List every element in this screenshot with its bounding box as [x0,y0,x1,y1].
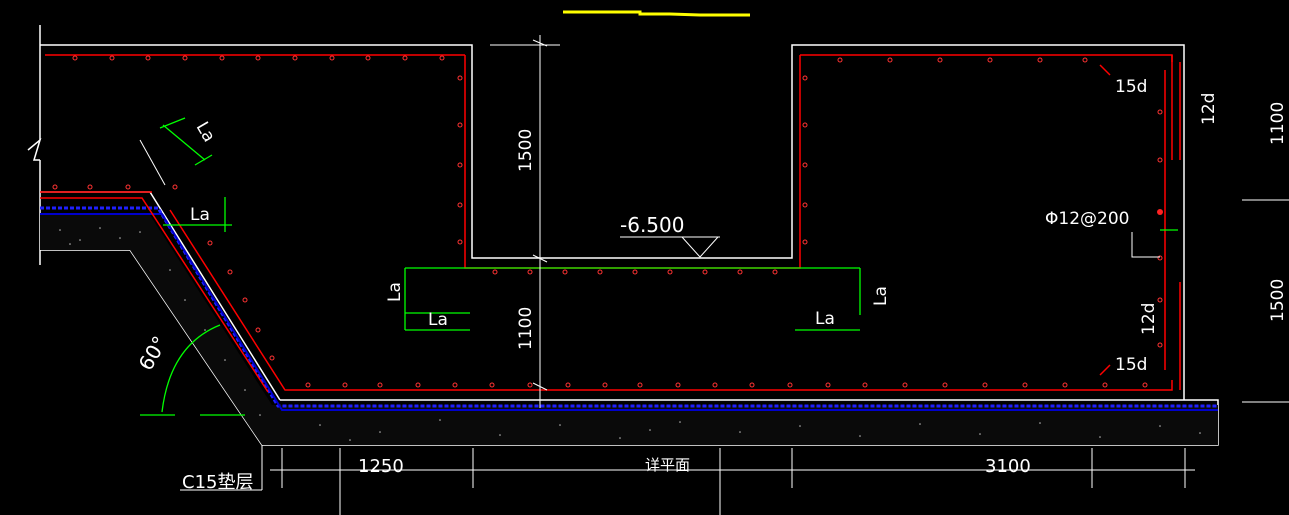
dim-vertical-1500: 1500 [516,129,536,172]
anchor-label-right-horizontal: La [815,309,835,329]
dimension-lines [139,35,1289,515]
yellow-highlight-line [563,10,750,17]
rebar-spec-label: Φ12@200 [1045,209,1129,229]
waterproof-layer [40,206,1218,408]
dim-right-1500: 1500 [1268,279,1288,322]
anchor-label-right-vertical: La [871,286,891,306]
rebar-dots [52,55,1163,388]
rebar-dot-solid [1157,209,1163,215]
dim-bottom-1250: 1250 [358,456,404,477]
bend-label-bottom: 12d [1139,303,1159,335]
hook-label-top: 15d [1115,77,1147,97]
dim-right-1100: 1100 [1268,102,1288,145]
cushion-label: C15垫层 [182,472,253,493]
hook-label-bottom: 15d [1115,355,1147,375]
anchor-label-left-top: La [190,205,210,225]
cushion-layer-hatch [40,215,1218,445]
angle-label: 60° [134,332,173,375]
dim-bottom-center: 详平面 [645,456,690,474]
waterproof-layer-under [40,213,1218,411]
anchor-dimension-lines [140,117,1178,416]
rebar-lines [40,54,1181,393]
bend-label-top: 12d [1199,93,1219,125]
angle-arc [161,324,221,413]
anchor-label-left-vertical: La [385,282,405,302]
elevation-label: -6.500 [620,213,684,237]
dim-bottom-3100: 3100 [985,456,1031,477]
anchor-label-left-horizontal: La [428,310,448,330]
anchor-label-diagonal: La [192,119,219,146]
dim-vertical-1100: 1100 [516,307,536,350]
